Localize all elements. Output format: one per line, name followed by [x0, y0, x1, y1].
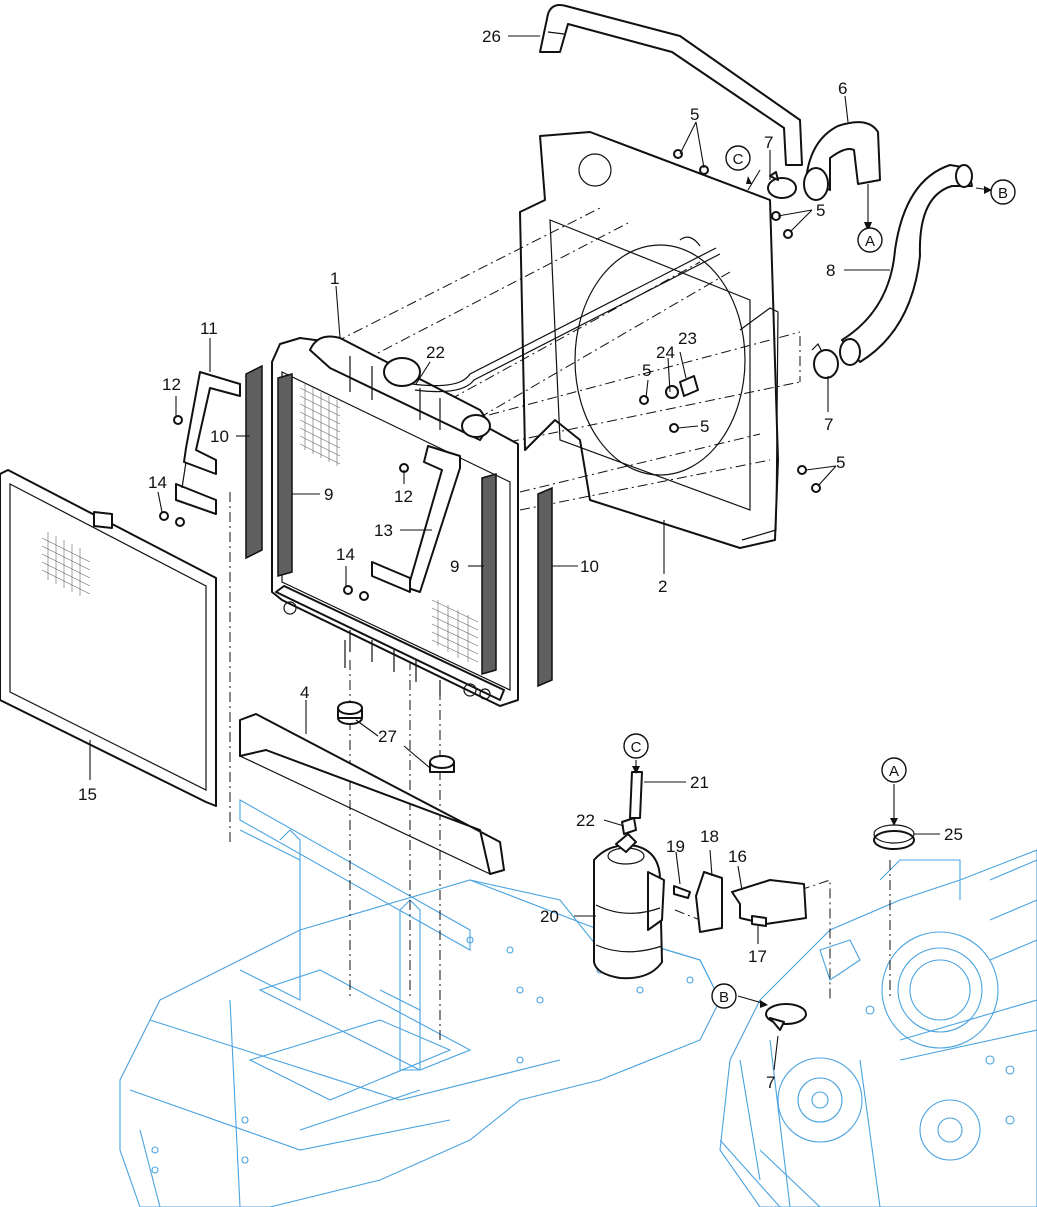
- svg-text:B: B: [719, 989, 729, 1006]
- engine-assembly: [719, 849, 1037, 1207]
- clamp-25: [873, 824, 915, 850]
- callout-19: 19: [666, 837, 685, 856]
- callout-2: 2: [658, 577, 667, 596]
- callout-22-a: 22: [426, 343, 445, 362]
- clamp-22: [621, 817, 637, 835]
- arrow-heads: [632, 176, 992, 1008]
- callout-12-a: 12: [162, 375, 181, 394]
- hose-6: [803, 121, 881, 201]
- upper-hose-26: [539, 4, 803, 166]
- callout-24: 24: [656, 343, 675, 362]
- callout-7-mid: 7: [824, 415, 833, 434]
- seal-9-right: [481, 473, 497, 675]
- callout-9-a: 9: [324, 485, 333, 504]
- bracket-11: [175, 371, 241, 515]
- callout-5-d: 5: [700, 417, 709, 436]
- callout-5-b: 5: [816, 201, 825, 220]
- callout-7-bottom: 7: [766, 1073, 775, 1092]
- callout-4: 4: [300, 683, 309, 702]
- ref-c-bottom: C: [623, 733, 649, 759]
- ref-b-bottom: B: [711, 983, 737, 1009]
- bracket-18: [695, 871, 723, 933]
- callout-25: 25: [944, 825, 963, 844]
- mount-27-right: [429, 755, 455, 773]
- seal-10-right: [537, 486, 553, 688]
- callouts: 26 5 7 6 5 8 1 22 23 24 5 5 7 5 2 11 12 …: [78, 27, 963, 1092]
- callout-5-e: 5: [836, 453, 845, 472]
- callout-16: 16: [728, 847, 747, 866]
- callout-5-c: 5: [642, 361, 651, 380]
- radiator-1: [271, 335, 519, 707]
- svg-text:A: A: [865, 233, 875, 250]
- callout-10-a: 10: [210, 427, 229, 446]
- callout-26: 26: [482, 27, 501, 46]
- overflow-tube-22: [411, 247, 717, 387]
- clamp-7-mid: [811, 342, 839, 379]
- callout-15: 15: [78, 785, 97, 804]
- callout-6: 6: [838, 79, 847, 98]
- svg-text:C: C: [631, 739, 642, 756]
- bar-4: [239, 713, 505, 875]
- svg-text:C: C: [733, 151, 744, 168]
- callout-5-a: 5: [690, 105, 699, 124]
- ref-a-bottom: A: [881, 757, 907, 783]
- callout-7-top: 7: [764, 133, 773, 152]
- ref-c-top: C: [725, 145, 751, 171]
- callout-13: 13: [374, 521, 393, 540]
- ref-b-top: B: [990, 179, 1016, 205]
- screen-mesh: [41, 532, 91, 596]
- clamp-7-bottom: [765, 1003, 807, 1031]
- seal-10-left: [245, 364, 263, 560]
- svg-text:B: B: [998, 185, 1008, 202]
- bracket-13: [371, 445, 461, 593]
- radiator-mesh: [299, 384, 479, 663]
- callout-11: 11: [200, 319, 218, 338]
- bolt-17: [751, 915, 767, 927]
- callout-23: 23: [678, 329, 697, 348]
- mount-27-left: [337, 701, 363, 725]
- callout-17: 17: [748, 947, 767, 966]
- machine-frame: [119, 799, 721, 1207]
- callout-9-b: 9: [450, 557, 459, 576]
- callout-27: 27: [378, 727, 397, 746]
- callout-20: 20: [540, 907, 559, 926]
- screen-15: [0, 469, 217, 807]
- hose-21: [629, 771, 643, 819]
- clamp-7-top: [767, 171, 797, 199]
- callout-14-b: 14: [336, 545, 355, 564]
- bracket-16: [731, 879, 807, 925]
- callout-14-a: 14: [148, 473, 167, 492]
- fan-shroud-2: [519, 131, 779, 549]
- svg-text:A: A: [889, 763, 899, 780]
- callout-1: 1: [330, 269, 339, 288]
- reservoir-tank-20: [593, 833, 665, 980]
- seal-9-left: [277, 373, 293, 577]
- ref-a-top: A: [857, 227, 883, 253]
- callout-22-b: 22: [576, 811, 595, 830]
- leader-lines: [89, 35, 991, 1071]
- callout-12-b: 12: [394, 487, 413, 506]
- callout-10-b: 10: [580, 557, 599, 576]
- hose-8: [839, 164, 973, 366]
- bolt-19: [673, 885, 691, 899]
- callout-8: 8: [826, 261, 835, 280]
- callout-18: 18: [700, 827, 719, 846]
- callout-21: 21: [690, 773, 709, 792]
